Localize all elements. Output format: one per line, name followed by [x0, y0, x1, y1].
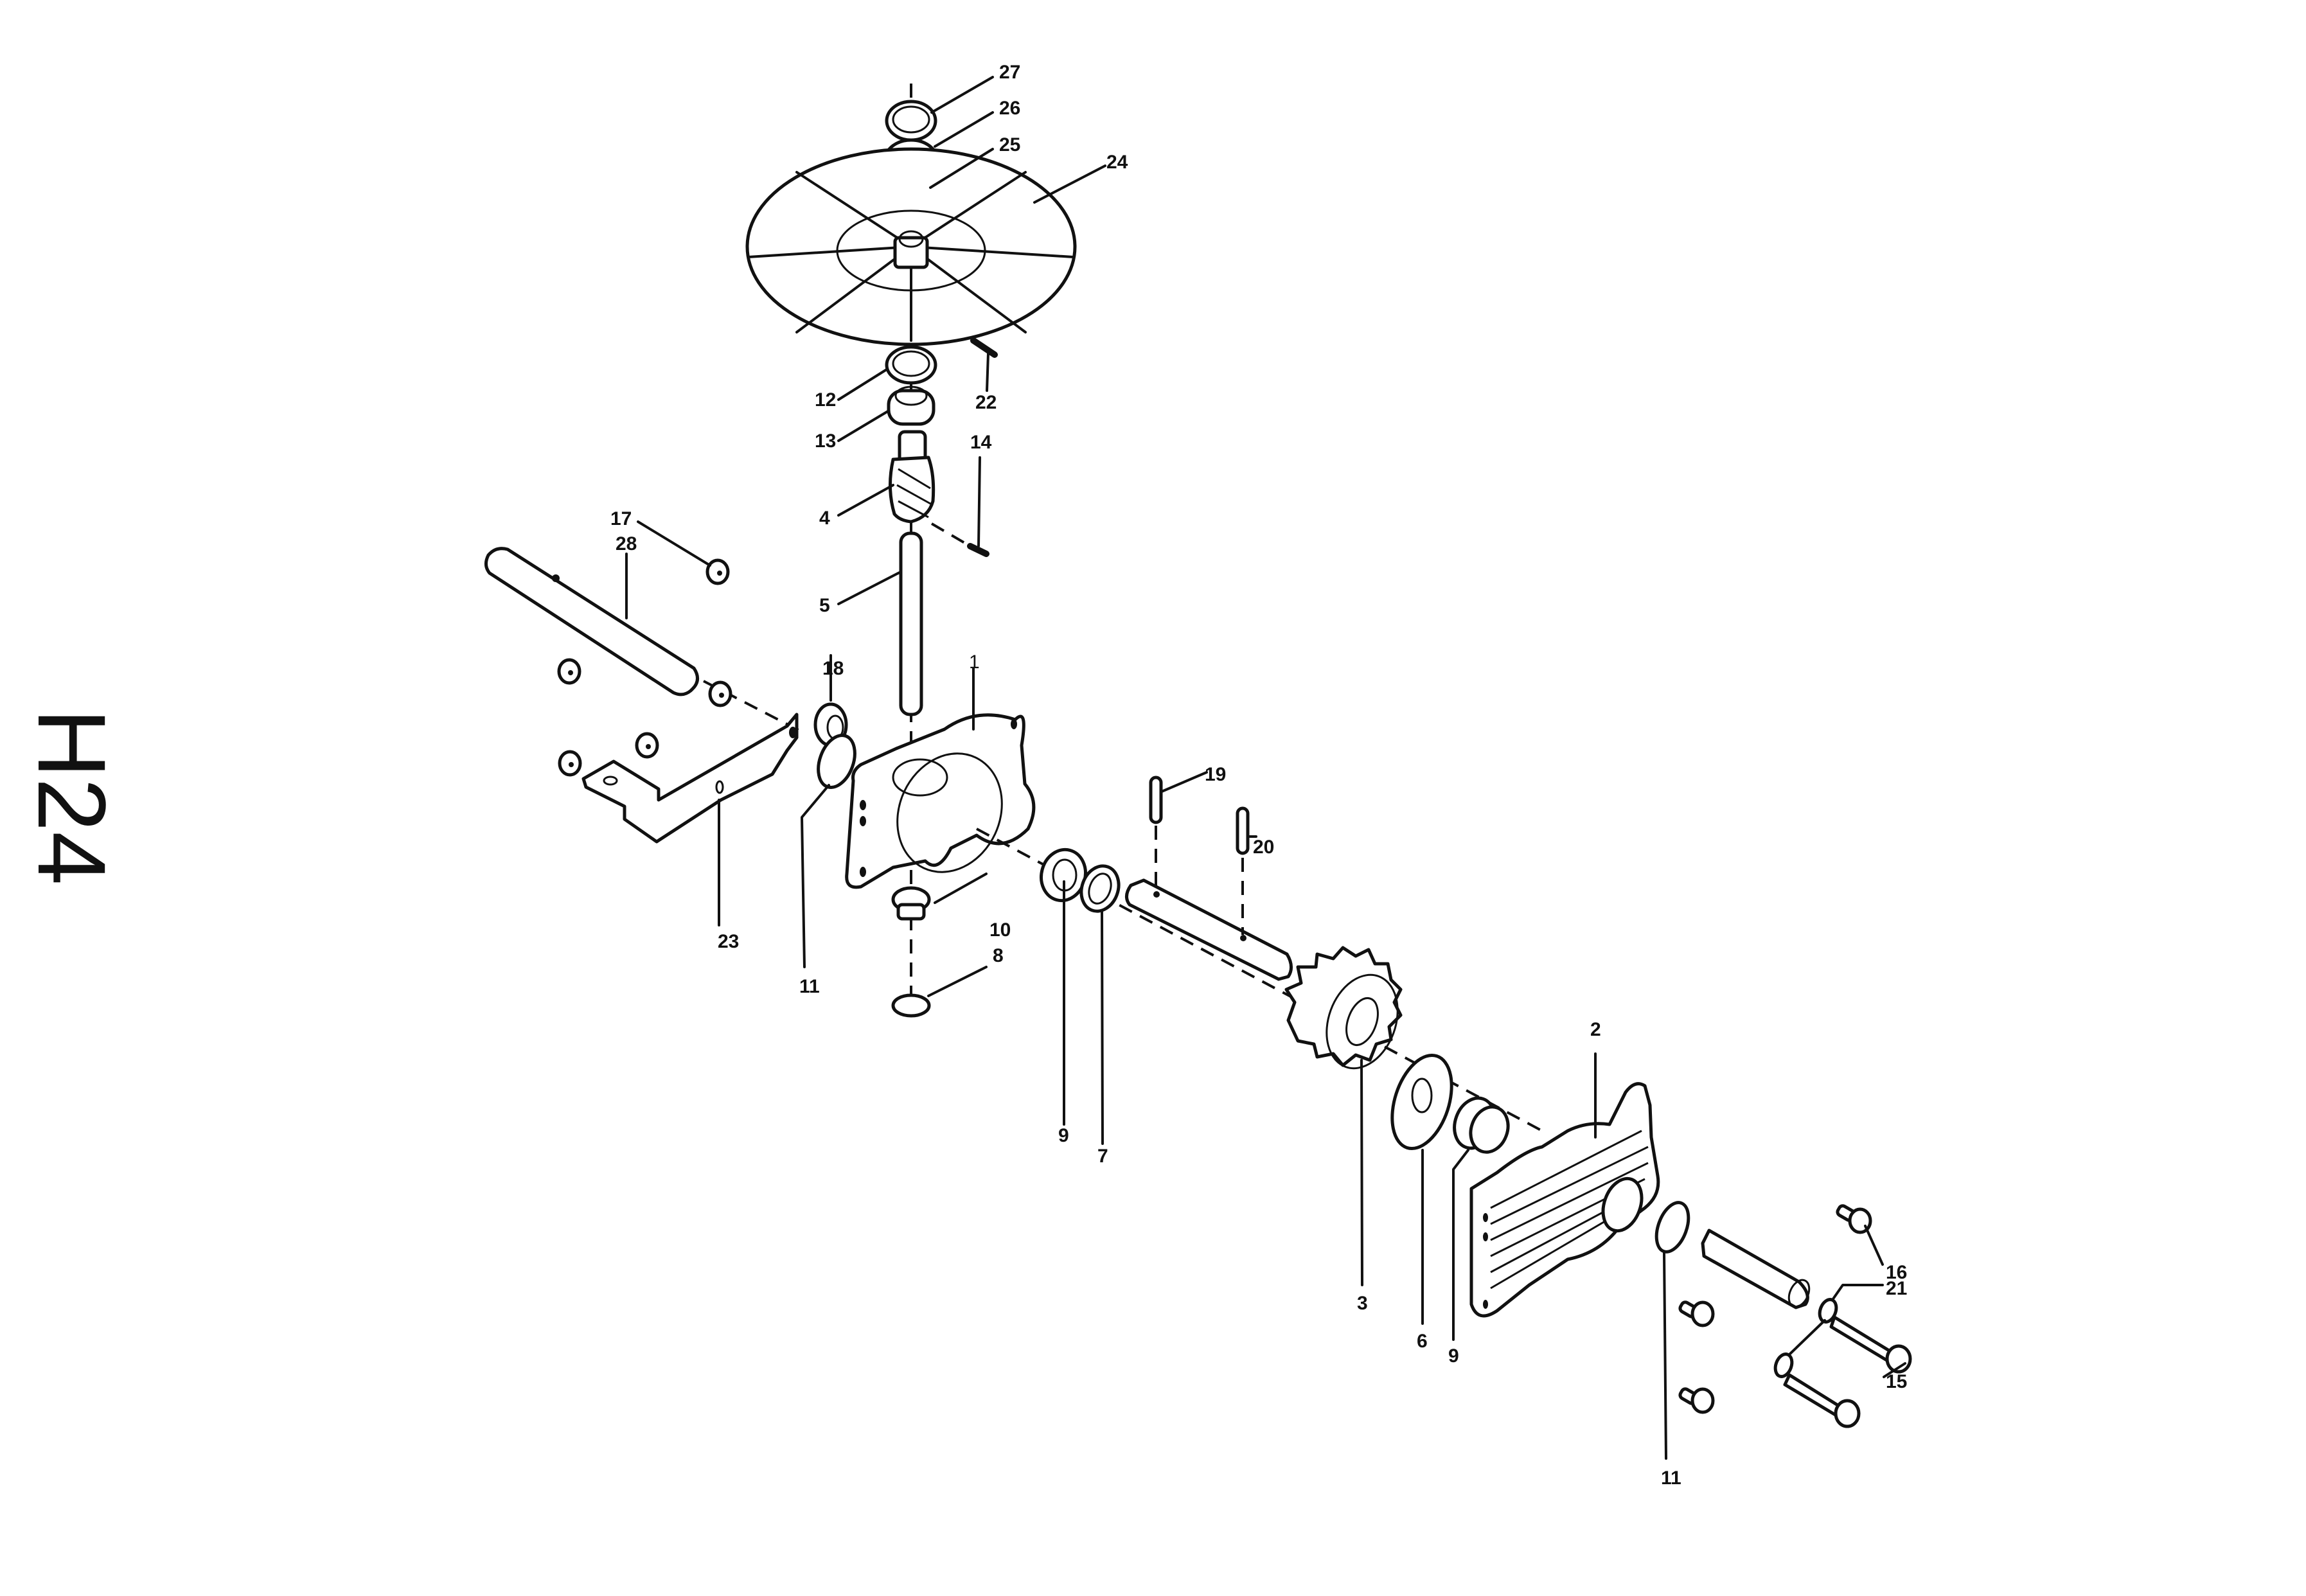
- leader-14: [977, 456, 981, 547]
- callout-9-left: 9: [1058, 1125, 1069, 1146]
- nut-icon: [558, 750, 582, 777]
- nut-icon: [557, 658, 581, 685]
- gearbox-housing-1-icon: [845, 713, 1036, 889]
- leader-21: [1831, 1284, 1884, 1301]
- callout-17: 17: [610, 508, 632, 529]
- callout-23: 23: [718, 931, 739, 952]
- leader-10: [934, 873, 988, 904]
- bolt-icon: [1783, 1373, 1861, 1428]
- leader-5: [837, 571, 902, 605]
- output-shaft-icon: [1701, 1228, 1811, 1309]
- callout-5: 5: [819, 595, 830, 616]
- nut-icon: [708, 680, 732, 707]
- callout-6: 6: [1417, 1331, 1428, 1352]
- seal-7-icon: [1079, 864, 1121, 913]
- seal-ring-12-icon: [885, 345, 937, 385]
- leader-13: [837, 410, 889, 442]
- leader-11-left: [801, 784, 830, 968]
- leader-25: [929, 148, 994, 189]
- leader-12: [837, 368, 888, 401]
- leader-8: [927, 966, 988, 997]
- leader-22: [986, 352, 989, 392]
- callout-28: 28: [616, 533, 637, 554]
- callout-24: 24: [1106, 152, 1128, 173]
- callout-3: 3: [1357, 1293, 1368, 1314]
- leader-15-line: [1883, 1362, 1906, 1378]
- bracket-23-icon: [581, 713, 799, 844]
- callout-11-right: 11: [1661, 1467, 1681, 1489]
- leader-7: [1101, 910, 1104, 1145]
- callout-9-right: 9: [1448, 1345, 1459, 1367]
- nut-17-icon: [705, 558, 730, 585]
- bolt-icon: [1678, 1300, 1715, 1327]
- cap-8-icon: [891, 993, 931, 1018]
- callout-12: 12: [815, 389, 836, 411]
- callout-7: 7: [1097, 1146, 1108, 1167]
- callout-8: 8: [993, 945, 1004, 966]
- leader-3: [1360, 1059, 1363, 1286]
- callout-25: 25: [999, 134, 1020, 155]
- leader-26: [934, 111, 994, 148]
- leader-21-b: [1788, 1319, 1826, 1356]
- pin-22-icon: [970, 337, 998, 358]
- pin-14-axis: [930, 522, 971, 547]
- o-ring-11-right-icon: [1654, 1201, 1690, 1254]
- tube-axis: [703, 680, 804, 734]
- pin-19-icon: [1149, 776, 1163, 824]
- callout-4: 4: [819, 508, 830, 529]
- bearing-10-icon: [891, 886, 931, 921]
- leader-17: [637, 520, 711, 567]
- leader-11-right: [1663, 1252, 1667, 1460]
- bolt-15-icon: [1829, 1315, 1912, 1374]
- bearing-13-icon: [887, 386, 936, 426]
- callout-21: 21: [1886, 1278, 1907, 1299]
- leader-9-right: [1452, 1149, 1469, 1341]
- pin-14-icon: [967, 543, 989, 557]
- callout-13: 13: [815, 430, 836, 452]
- horizontal-shaft-icon: [1125, 878, 1293, 981]
- leader-24: [1033, 164, 1106, 204]
- callout-18: 18: [822, 658, 844, 679]
- leader-16: [1864, 1225, 1884, 1266]
- callout-19: 19: [1205, 764, 1226, 785]
- retaining-ring-27-icon: [885, 100, 937, 142]
- leader-19: [1160, 771, 1208, 793]
- tube-28-icon: [484, 547, 699, 696]
- callout-11-left: 11: [799, 976, 820, 997]
- nut-icon: [635, 732, 659, 759]
- bearing-9-right-icon: [1453, 1096, 1510, 1154]
- callout-16: 16: [1886, 1262, 1907, 1283]
- worm-wheel-3-icon: [1284, 946, 1403, 1070]
- callout-2: 2: [1590, 1019, 1601, 1040]
- bolt-icon: [1678, 1387, 1715, 1414]
- callout-1: 1: [969, 652, 980, 673]
- callout-15: 15: [1886, 1371, 1907, 1392]
- gearbox-cover-2-icon: [1469, 1082, 1660, 1318]
- callout-26: 26: [999, 98, 1020, 119]
- callout-22: 22: [975, 392, 997, 413]
- callout-27: 27: [999, 62, 1020, 83]
- thrust-washer-6-icon: [1390, 1053, 1453, 1151]
- callout-14: 14: [970, 432, 992, 453]
- callout-20: 20: [1253, 837, 1274, 858]
- worm-gear-4-icon: [889, 430, 936, 524]
- pin-20-icon: [1236, 806, 1250, 855]
- leader-4: [837, 484, 894, 517]
- callout-10: 10: [989, 919, 1011, 941]
- sheet-code: H24: [18, 708, 126, 885]
- vertical-shaft-5-icon: [899, 531, 923, 716]
- spinner-disc-24-icon: [745, 147, 1077, 346]
- leader-27: [930, 76, 994, 114]
- sheet-code-group: H24: [18, 708, 126, 885]
